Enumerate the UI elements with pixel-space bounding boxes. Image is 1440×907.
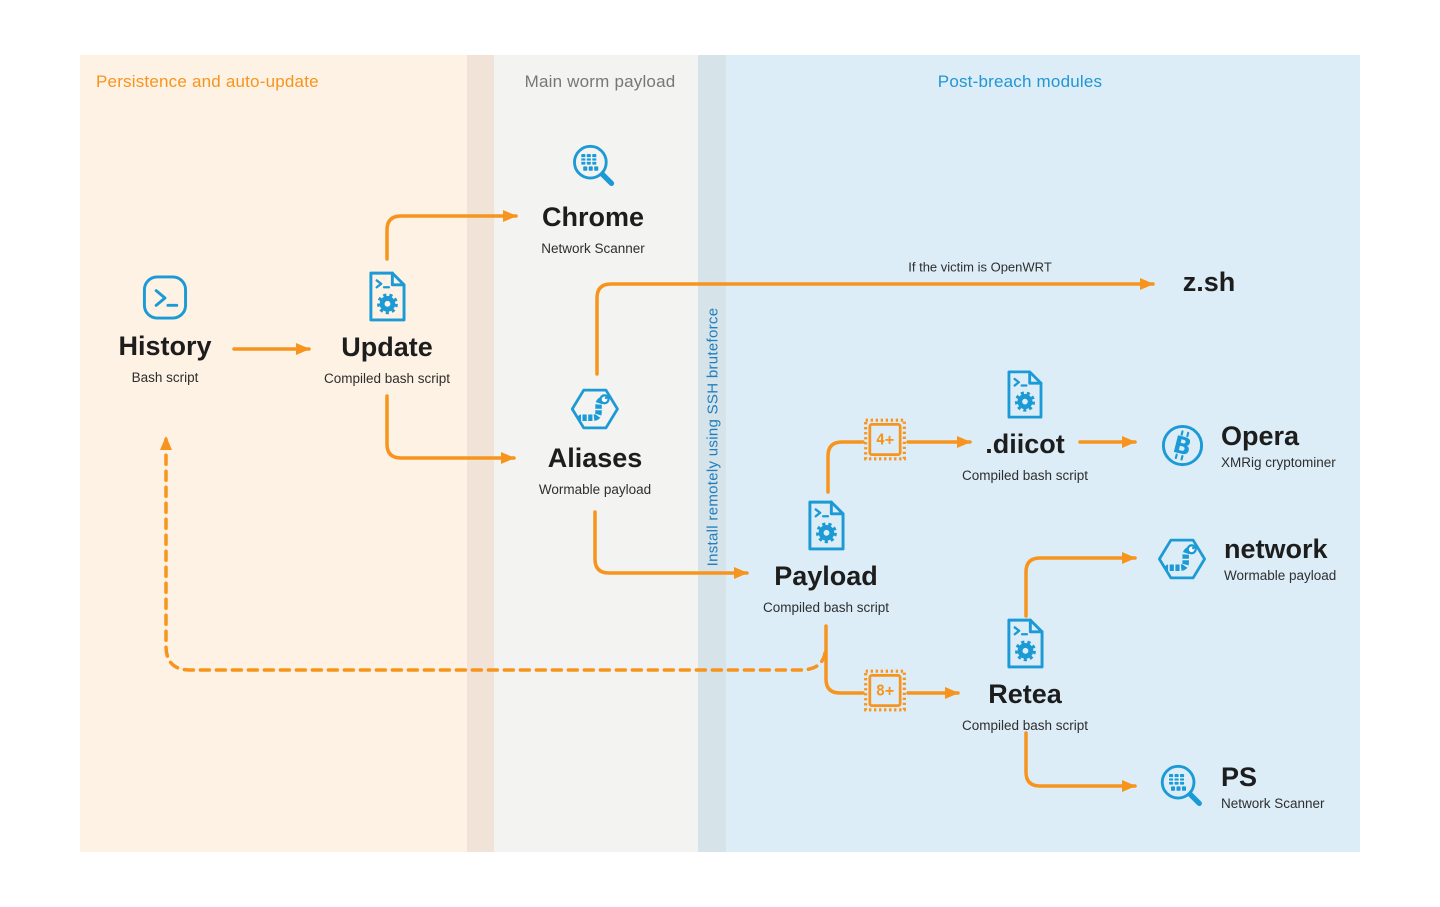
- node-chrome: Chrome Network Scanner: [541, 142, 645, 257]
- node-title: Aliases: [547, 443, 643, 473]
- node-subtitle: Network Scanner: [1221, 796, 1325, 811]
- node-ps: PS Network Scanner: [1156, 761, 1325, 812]
- openwrt-condition-label: If the victim is OpenWRT: [908, 259, 1052, 275]
- script-file-icon: [1007, 370, 1043, 419]
- worm-icon: [1158, 538, 1207, 579]
- node-aliases: Aliases Wormable payload: [539, 385, 651, 498]
- node-subtitle: Wormable payload: [538, 482, 652, 497]
- cpu-chip-icon: 8+: [864, 669, 906, 712]
- node-title: Update: [341, 332, 433, 362]
- section-title-persistence: Persistence and auto-update: [96, 72, 319, 91]
- section-title-post-breach: Post-breach modules: [937, 72, 1103, 91]
- node-title: Chrome: [541, 202, 645, 232]
- node-subtitle: Bash script: [131, 370, 199, 385]
- ssh-bruteforce-label: Install remotely using SSH bruteforce: [704, 307, 722, 567]
- chip-label: 8+: [876, 682, 894, 700]
- node-zsh: z.sh: [1182, 267, 1236, 297]
- network-scanner-icon: [1160, 764, 1202, 806]
- node-subtitle: Compiled bash script: [323, 371, 451, 386]
- bitcoin-icon: B: [1161, 424, 1204, 467]
- node-title: Retea: [988, 679, 1062, 709]
- cpu-chip-icon: 4+: [864, 418, 906, 461]
- chip-node-4: 4+: [862, 417, 908, 468]
- node-subtitle: Compiled bash script: [961, 718, 1089, 733]
- node-title: Payload: [774, 561, 878, 591]
- section-title-main-worm: Main worm payload: [524, 72, 676, 91]
- script-file-icon: [1006, 618, 1044, 669]
- node-subtitle: Compiled bash script: [762, 600, 890, 615]
- node-retea: Retea Compiled bash script: [962, 618, 1088, 734]
- node-subtitle: Compiled bash script: [961, 468, 1089, 483]
- node-network: network Wormable payload: [1155, 533, 1336, 584]
- node-update: Update Compiled bash script: [324, 271, 450, 387]
- node-subtitle: Network Scanner: [541, 241, 645, 256]
- node-diicot: .diicot Compiled bash script: [962, 370, 1088, 484]
- network-scanner-icon: [572, 144, 614, 186]
- node-payload: Payload Compiled bash script: [763, 500, 889, 616]
- node-subtitle: Wormable payload: [1224, 568, 1337, 583]
- node-title: .diicot: [985, 429, 1065, 459]
- node-opera: B Opera XMRig cryptominer: [1159, 420, 1336, 471]
- section-persistence-edge: [467, 55, 494, 852]
- chip-node-8: 8+: [862, 668, 908, 719]
- node-title: History: [118, 331, 212, 361]
- chip-label: 4+: [876, 431, 894, 449]
- section-persistence: [80, 55, 467, 852]
- script-file-icon: [807, 500, 845, 551]
- script-file-icon: [368, 271, 406, 322]
- node-title: network: [1224, 534, 1328, 564]
- worm-icon: [571, 388, 619, 430]
- node-title: PS: [1221, 762, 1258, 792]
- terminal-icon: [142, 275, 188, 320]
- node-subtitle: XMRig cryptominer: [1221, 455, 1336, 470]
- node-history: History Bash script: [118, 274, 212, 386]
- node-title: Opera: [1221, 421, 1300, 451]
